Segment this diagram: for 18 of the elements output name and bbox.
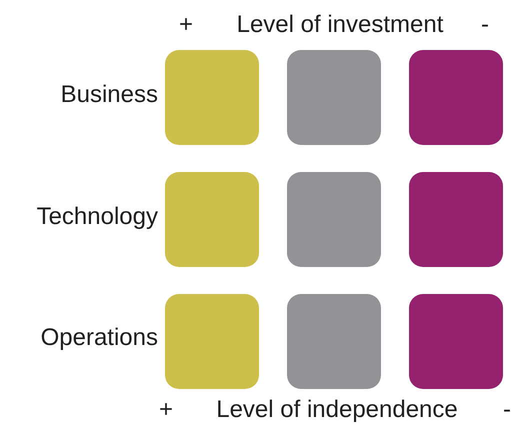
rounded-square (165, 294, 259, 389)
rounded-square (287, 50, 381, 145)
rounded-square (287, 294, 381, 389)
plus-sign: + (178, 11, 193, 39)
row-label: Technology (36, 203, 158, 231)
rounded-square (409, 172, 503, 267)
plus-sign: + (158, 396, 173, 424)
row-label: Operations (40, 324, 158, 352)
rounded-square (287, 172, 381, 267)
minus-sign: - (481, 11, 489, 39)
rounded-square (165, 50, 259, 145)
rounded-square (165, 172, 259, 267)
axis-label: Level of independence (216, 396, 458, 424)
minus-sign: - (503, 396, 511, 424)
rounded-square (409, 294, 503, 389)
axis-label: Level of investment (236, 11, 444, 39)
rounded-square (409, 50, 503, 145)
row-label: Business (60, 81, 158, 109)
